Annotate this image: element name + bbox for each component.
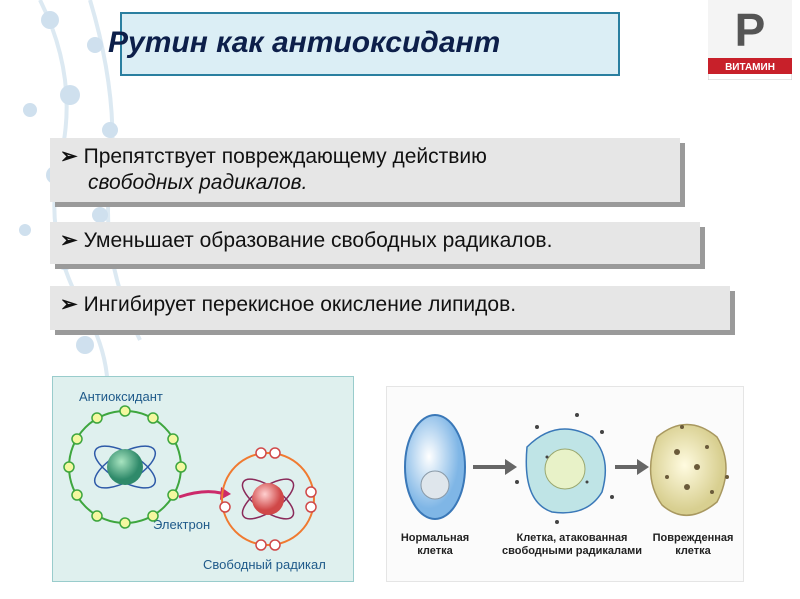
cell-damage-diagram: Нормальная клетка Клетка, атакованная св…	[386, 386, 744, 582]
antioxidant-diagram: Антиоксидант Электрон Свободный радикал	[52, 376, 354, 582]
normal-cell-label: Нормальная клетка	[400, 532, 470, 557]
bullet-3: ➢Ингибирует перекисное окисление липидов…	[50, 286, 730, 330]
badge-letter: Р	[735, 4, 766, 56]
bullet-arrow-icon: ➢	[60, 229, 78, 252]
bullet-arrow-icon: ➢	[60, 145, 78, 168]
electron-label: Электрон	[153, 517, 211, 532]
bullet-arrow-icon: ➢	[60, 293, 78, 316]
attacked-cell	[515, 413, 614, 524]
bullet-1: ➢Препятствует повреждающему действию сво…	[50, 138, 680, 202]
bullet-3-text: Ингибирует перекисное окисление липидов.	[83, 293, 517, 316]
normal-cell	[404, 414, 466, 520]
bullet-2-text: Уменьшает образование свободных радикало…	[83, 229, 553, 252]
attacked-cell-label: Клетка, атакованная свободными радикалам…	[501, 532, 642, 557]
antioxidant-label: Антиоксидант	[79, 389, 163, 404]
badge-label: ВИТАМИН	[725, 62, 775, 73]
free-radical-atom	[219, 447, 317, 551]
vitamin-badge: Р ВИТАМИН	[708, 0, 792, 80]
title-box: Рутин как антиоксидант	[108, 12, 620, 76]
antioxidant-atom	[63, 405, 187, 529]
atoms-illustration	[63, 405, 317, 551]
damaged-cell-label: Поврежденная клетка	[652, 532, 734, 557]
bullet-2: ➢Уменьшает образование свободных радикал…	[50, 222, 700, 264]
bullet-1-line1: Препятствует повреждающему действию	[83, 145, 487, 168]
page-title: Рутин как антиоксидант	[108, 26, 501, 59]
bullet-1-line2: свободных радикалов.	[88, 171, 308, 194]
cells-illustration	[404, 413, 729, 524]
damaged-cell	[649, 423, 729, 517]
free-radical-label: Свободный радикал	[203, 557, 326, 572]
